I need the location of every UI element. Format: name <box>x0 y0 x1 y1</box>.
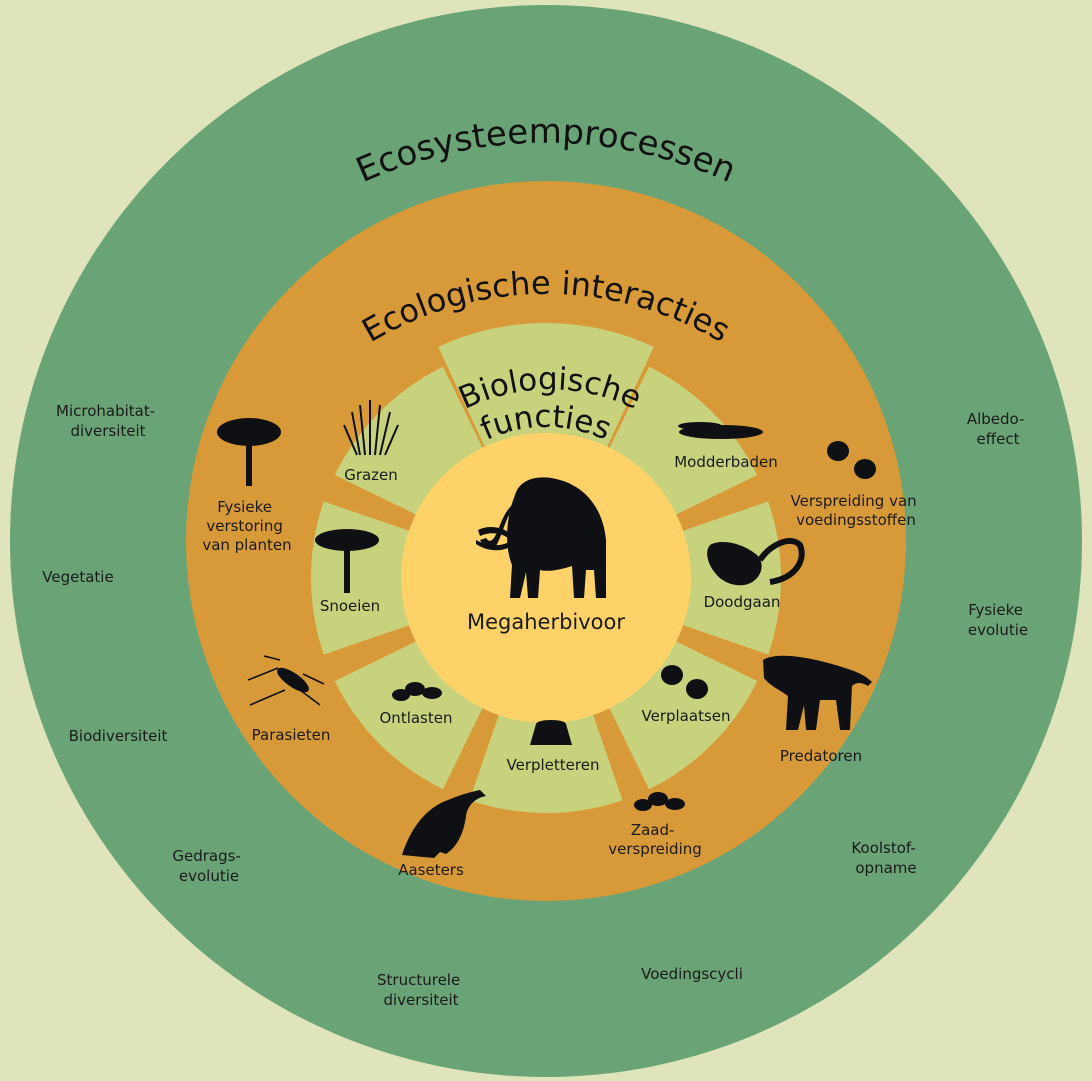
vulture-icon <box>402 790 486 858</box>
grass-icon <box>343 400 399 456</box>
tree-icon <box>315 529 379 593</box>
process-physical-evolution: Fysieke evolutie <box>968 601 1028 639</box>
interaction-plant-disturbance: Fysieke verstoring van planten <box>202 498 291 554</box>
function-verpletteren: Verpletteren <box>507 756 600 774</box>
center-label: Megaherbivoor <box>467 610 625 634</box>
center-circle <box>401 433 691 723</box>
process-nutrient-cycles: Voedingscycli <box>641 965 743 983</box>
mud-pool-icon <box>678 422 763 439</box>
mosquito-icon <box>247 655 325 706</box>
function-doodgaan: Doodgaan <box>704 593 781 611</box>
function-petals <box>311 323 781 813</box>
acacia-tree-icon <box>217 418 281 486</box>
petal-verpletteren <box>469 691 623 813</box>
sabertooth-cat-icon <box>763 655 872 730</box>
process-carbon-uptake: Koolstof- opname <box>851 839 920 877</box>
process-structural-diversity: Structurele diversiteit <box>377 971 465 1009</box>
interaction-parasites: Parasieten <box>252 726 331 744</box>
dung-icon <box>392 682 442 701</box>
tree-stump-icon <box>530 720 572 745</box>
footprints-icon <box>661 665 708 699</box>
footprints-icon <box>827 441 876 479</box>
mammoth-skull-icon <box>707 538 805 586</box>
function-ontlasten: Ontlasten <box>380 709 453 727</box>
function-grazen: Grazen <box>344 466 398 484</box>
function-modderbaden: Modderbaden <box>674 453 778 471</box>
interaction-scavengers: Aaseters <box>398 861 464 879</box>
process-vegetation: Vegetatie <box>42 568 113 586</box>
interaction-predators: Predatoren <box>780 747 862 765</box>
petal-title <box>438 323 654 470</box>
process-biodiversity: Biodiversiteit <box>69 727 168 745</box>
interaction-nutrient-spread: Verspreiding van voedingsstoffen <box>791 492 922 529</box>
mammoth-icon <box>476 477 606 598</box>
process-behavioral-evolution: Gedrags- evolutie <box>172 847 245 885</box>
function-snoeien: Snoeien <box>320 597 380 615</box>
dung-icon <box>634 792 685 811</box>
process-albedo: Albedo- effect <box>967 410 1029 448</box>
process-microhabitat: Microhabitat- diversiteit <box>56 402 160 440</box>
interaction-seed-dispersal: Zaad- verspreiding <box>608 821 702 858</box>
function-verplaatsen: Verplaatsen <box>642 707 731 725</box>
